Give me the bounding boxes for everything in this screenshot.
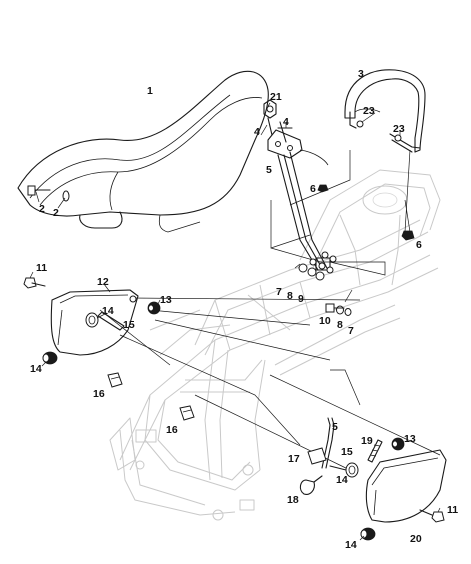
- callout-5: 5: [266, 164, 272, 176]
- callout-3: 3: [358, 68, 364, 80]
- callout-8: 8: [287, 290, 293, 302]
- callout-13: 13: [404, 433, 416, 445]
- grab-rail: [344, 69, 426, 153]
- callout-leaders: [29, 102, 441, 541]
- callout-14: 14: [345, 539, 357, 551]
- callout-6: 6: [310, 183, 316, 195]
- callout-4: 4: [254, 126, 260, 138]
- left-side-cover: [23, 277, 161, 365]
- callout-14: 14: [102, 305, 114, 317]
- callout-21: 21: [270, 91, 282, 103]
- callout-6: 6: [416, 239, 422, 251]
- callout-15: 15: [341, 446, 353, 458]
- motorcycle-frame: [109, 169, 441, 521]
- callout-14: 14: [30, 363, 42, 375]
- reference-lines: [99, 149, 441, 471]
- callout-7: 7: [276, 286, 282, 298]
- callout-1: 1: [147, 85, 153, 97]
- callout-19: 19: [361, 435, 373, 447]
- callout-15: 15: [123, 319, 135, 331]
- callout-18: 18: [287, 494, 299, 506]
- callout-4: 4: [283, 116, 289, 128]
- callout-2: 2: [39, 203, 45, 215]
- callout-14: 14: [336, 474, 348, 486]
- callout-7: 7: [348, 325, 354, 337]
- callout-5: 5: [332, 421, 338, 433]
- callout-16: 16: [93, 388, 105, 400]
- callout-12: 12: [97, 276, 109, 288]
- callout-17: 17: [288, 453, 300, 465]
- callout-8: 8: [337, 319, 343, 331]
- callout-13: 13: [160, 294, 172, 306]
- clips: [107, 372, 195, 421]
- fasteners: [294, 184, 415, 316]
- callout-20: 20: [410, 533, 422, 545]
- callout-9: 9: [298, 293, 304, 305]
- callout-11: 11: [447, 504, 459, 516]
- callout-11: 11: [36, 262, 48, 274]
- callout-23: 23: [393, 123, 405, 135]
- right-side-cover: [299, 417, 447, 541]
- callout-10: 10: [319, 315, 331, 327]
- callout-23: 23: [363, 105, 375, 117]
- callout-16: 16: [166, 424, 178, 436]
- callout-2: 2: [53, 207, 59, 219]
